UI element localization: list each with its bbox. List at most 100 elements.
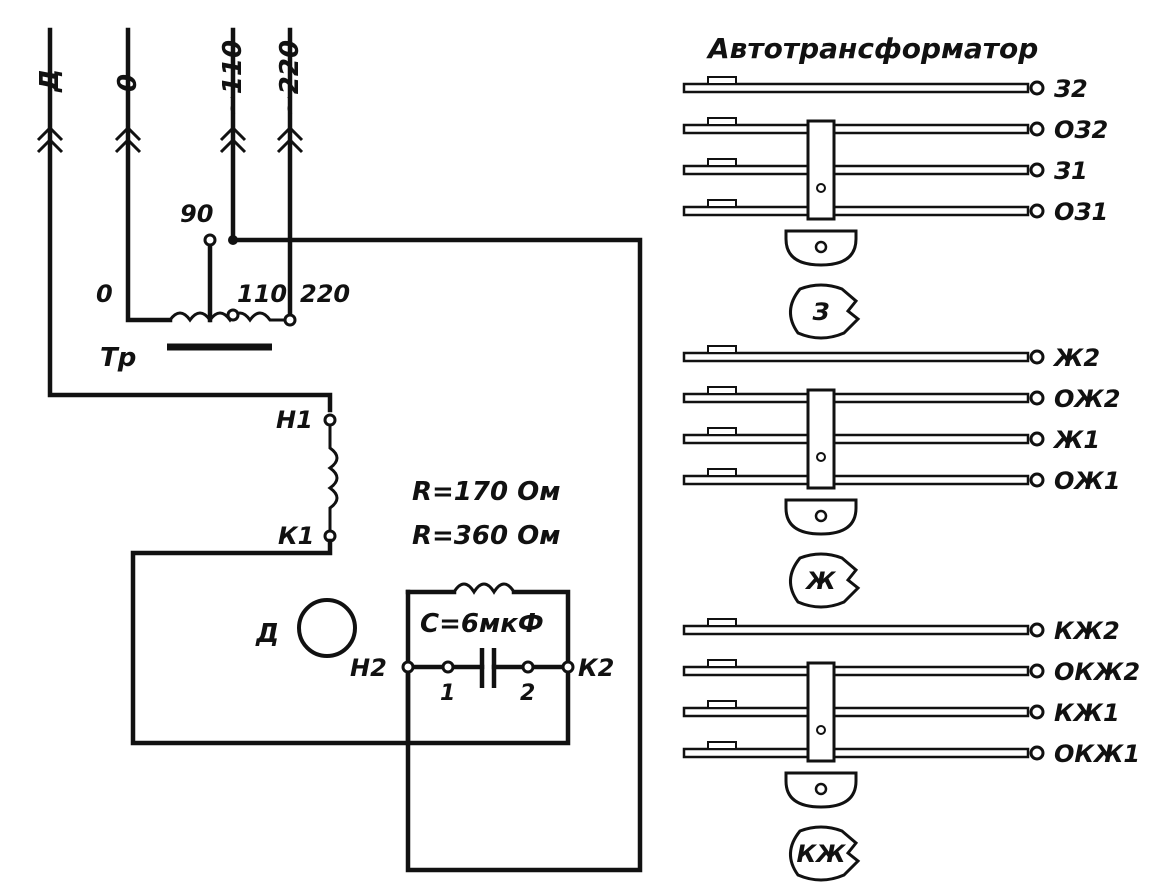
label-capacitor: С=6мкФ: [420, 609, 544, 639]
autotransformer-title: Автотрансформатор: [706, 32, 1038, 65]
contact-label: КЖ2: [1054, 617, 1120, 645]
input-label-d: Д: [35, 69, 65, 93]
label-k2: К2: [578, 654, 614, 682]
contact-pad: [707, 117, 737, 126]
contact-label: Ж1: [1052, 426, 1100, 454]
contact-label: ОКЖ2: [1054, 658, 1140, 686]
pusher-bar: [806, 119, 836, 221]
contact-label: ОЖ1: [1054, 467, 1120, 495]
contact-spring: [682, 164, 1030, 176]
wire-o: [125, 27, 173, 323]
junction-110: [228, 235, 238, 245]
contact-label: З1: [1053, 157, 1088, 185]
contact-terminal: [1029, 431, 1045, 447]
transformer-winding: [168, 311, 290, 323]
terminal-k2: [561, 660, 575, 674]
plug-o-icon: [114, 125, 142, 154]
pusher-bar: [806, 661, 836, 763]
input-label-o: 0: [113, 74, 143, 92]
pusher-bar: [806, 388, 836, 490]
cam-label: Ж: [804, 567, 836, 595]
contact-pad: [707, 158, 737, 167]
input-label-110: ~110: [218, 40, 248, 116]
contact-spring: [682, 433, 1030, 445]
contact-label: ОЗ2: [1054, 116, 1108, 144]
contact-terminal: [1029, 349, 1045, 365]
contact-terminal: [1029, 745, 1045, 761]
contact-pad: [707, 76, 737, 85]
input-label-220: ~220: [275, 40, 305, 116]
terminal-cap-1: [441, 660, 455, 674]
contact-spring: [682, 665, 1030, 677]
cam-0-icon: [789, 283, 861, 340]
contact-spring: [682, 351, 1030, 363]
label-k1: К1: [278, 522, 314, 550]
contact-terminal: [1029, 162, 1045, 178]
pusher-pivot: [816, 452, 826, 462]
motor-label: Д: [255, 619, 279, 649]
label-r360: R=360 Ом: [412, 521, 560, 551]
tap-110-terminal: [226, 308, 240, 322]
tap-220-terminal: [283, 313, 297, 327]
contact-pad: [707, 386, 737, 395]
contact-spring: [682, 392, 1030, 404]
contact-pad: [707, 199, 737, 208]
plug-220-icon: [276, 125, 304, 154]
input-lines: Д 0 ~110 ~220: [35, 27, 333, 413]
motor-circuit: Н1 К1 Д R=170 Ом R=360 Ом С=6мкФ Н2 К2 1…: [130, 235, 643, 873]
pusher-pivot: [816, 183, 826, 193]
contact-pad: [707, 741, 737, 750]
transformer: Тр 0 90 110 220: [96, 200, 350, 373]
contact-label: З2: [1053, 75, 1088, 103]
contact-spring: [682, 205, 1030, 217]
contact-terminal: [1029, 121, 1045, 137]
parallel-frame: [405, 589, 571, 746]
contact-pad: [707, 700, 737, 709]
roller-axle: [814, 509, 828, 523]
contact-label: Ж2: [1052, 344, 1100, 372]
motor-icon: [297, 598, 357, 658]
contact-spring: [682, 624, 1030, 636]
tap-label-110: 110: [237, 280, 287, 308]
winding-coil: [327, 425, 339, 530]
tap-label-90: 90: [180, 200, 213, 228]
contact-pad: [707, 618, 737, 627]
cam-2-icon: [789, 825, 861, 882]
transformer-label: Тр: [100, 343, 136, 373]
terminal-cap-2: [521, 660, 535, 674]
plug-d-icon: [36, 125, 64, 154]
contact-spring: [682, 474, 1030, 486]
cam-1-icon: [789, 552, 861, 609]
contact-spring: [682, 82, 1030, 94]
label-cap-pin-2: 2: [520, 681, 535, 706]
plug-110-icon: [219, 125, 247, 154]
inductor-coil: [452, 582, 516, 595]
contact-label: ОЗ1: [1054, 198, 1108, 226]
terminal-h2: [401, 660, 415, 674]
label-h1: Н1: [276, 406, 313, 434]
contact-label: КЖ1: [1054, 699, 1120, 727]
cam-label: З: [811, 298, 829, 326]
contact-spring: [682, 706, 1030, 718]
pusher-pivot: [816, 725, 826, 735]
contact-pad: [707, 427, 737, 436]
tap-90-terminal: [203, 233, 217, 247]
cam-label: КЖ: [797, 840, 847, 868]
label-r170: R=170 Ом: [412, 477, 560, 507]
contact-spring: [682, 123, 1030, 135]
label-h2: Н2: [350, 654, 387, 682]
contact-terminal: [1029, 472, 1045, 488]
contact-pad: [707, 659, 737, 668]
tap-label-220: 220: [300, 280, 350, 308]
wire-110-to-k2: [230, 237, 643, 873]
wire-k1-loop: [130, 538, 411, 746]
contact-label: ОЖ2: [1054, 385, 1120, 413]
tap-label-0: 0: [96, 280, 113, 308]
terminal-h1: [323, 413, 337, 427]
contact-label: ОКЖ1: [1054, 740, 1140, 768]
